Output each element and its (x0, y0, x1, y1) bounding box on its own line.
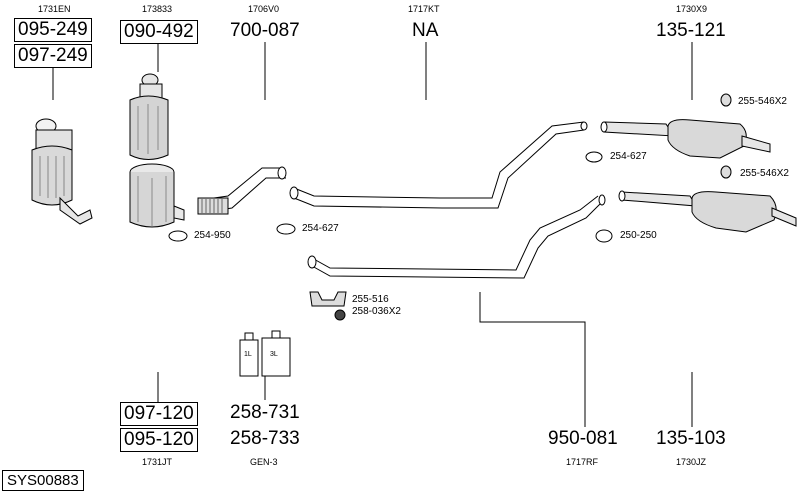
code-1717kt: 1717KT (408, 4, 440, 14)
bottle-small-label: 1L (244, 351, 252, 358)
clamp-254-950-icon (168, 230, 188, 242)
clamp-254-627-lower-icon (276, 223, 296, 235)
bottle-small-icon (239, 339, 259, 377)
part-095-249[interactable]: 095-249 (14, 18, 92, 42)
code-173833: 173833 (142, 4, 173, 14)
part-700-087[interactable]: 700-087 (230, 20, 300, 41)
fitting-255-546x2-lower[interactable]: 255-546X2 (740, 168, 789, 179)
system-reference: SYS00883 (2, 470, 84, 491)
catalyst-left (31, 118, 93, 225)
bottle-large-icon (261, 337, 291, 377)
part-090-492[interactable]: 090-492 (120, 20, 198, 44)
paste-bottles (239, 330, 291, 377)
part-na[interactable]: NA (412, 20, 439, 41)
bottle-large-label: 3L (270, 351, 278, 358)
fitting-254-627-upper[interactable]: 254-627 (610, 151, 647, 162)
middle-pipe-upper (289, 121, 588, 209)
fitting-258-036x2[interactable]: 258-036X2 (352, 306, 401, 317)
part-097-249[interactable]: 097-249 (14, 44, 92, 68)
gasket-250-250-icon (595, 229, 613, 243)
catalyst-module (129, 163, 185, 228)
code-gen-3: GEN-3 (250, 457, 278, 467)
dpf-module (129, 73, 169, 160)
code-1731jt: 1731JT (142, 457, 173, 467)
fitting-254-950[interactable]: 254-950 (194, 230, 231, 241)
part-095-120[interactable]: 095-120 (120, 428, 198, 452)
part-258-731[interactable]: 258-731 (230, 402, 300, 423)
leader-line-950-081 (479, 292, 586, 427)
part-135-121[interactable]: 135-121 (656, 20, 726, 41)
part-950-081[interactable]: 950-081 (548, 428, 618, 449)
fitting-250-250[interactable]: 250-250 (620, 230, 657, 241)
fitting-255-546x2-upper[interactable]: 255-546X2 (738, 96, 787, 107)
bracket-255-516-icon (309, 291, 347, 307)
fitting-255-516[interactable]: 255-516 (352, 294, 389, 305)
rear-silencer-upper (600, 119, 771, 159)
code-1731en: 1731EN (38, 4, 71, 14)
part-258-733[interactable]: 258-733 (230, 428, 300, 449)
rear-silencer-lower (618, 190, 797, 233)
code-1706v0: 1706V0 (248, 4, 280, 14)
flex-pipe (197, 166, 287, 215)
fitting-254-627-lower[interactable]: 254-627 (302, 223, 339, 234)
code-1717rf: 1717RF (566, 457, 599, 467)
part-097-120[interactable]: 097-120 (120, 402, 198, 426)
nut-258-036-icon (334, 309, 346, 321)
part-135-103[interactable]: 135-103 (656, 428, 726, 449)
middle-pipe-lower (307, 194, 606, 279)
clamp-254-627-upper-icon (585, 151, 603, 163)
rubber-mount-upper-icon (720, 93, 732, 107)
rubber-mount-lower-icon (720, 165, 732, 179)
code-1730x9: 1730X9 (676, 4, 708, 14)
code-1730jz: 1730JZ (676, 457, 707, 467)
